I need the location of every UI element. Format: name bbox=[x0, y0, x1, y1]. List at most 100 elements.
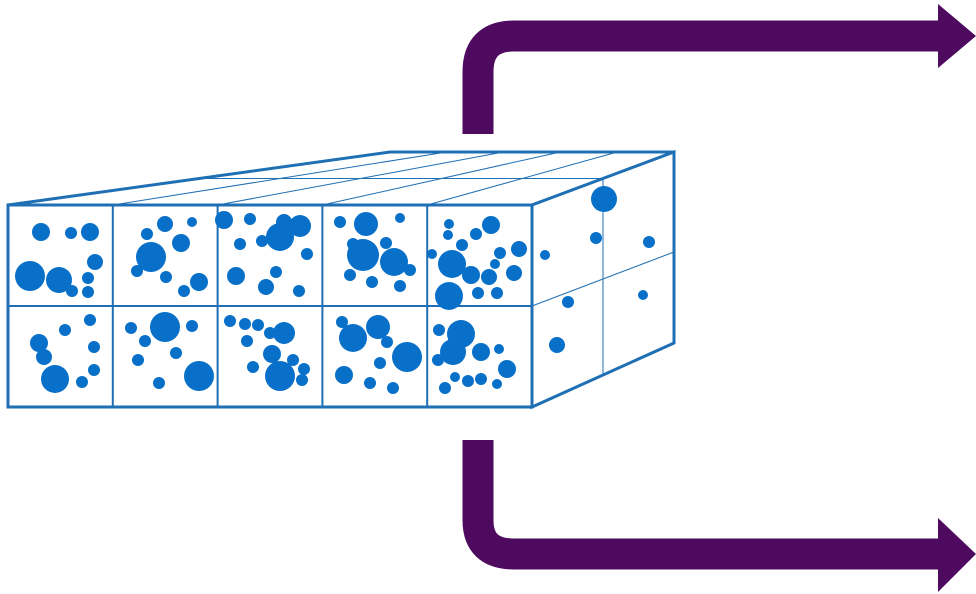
particle-circle-icon bbox=[265, 361, 295, 391]
particle-circle-icon bbox=[475, 373, 487, 385]
particle-circle-icon bbox=[374, 357, 386, 369]
particle-circle-icon bbox=[450, 372, 460, 382]
side-row-divider bbox=[531, 251, 675, 307]
particle-field bbox=[15, 186, 655, 394]
particle-circle-icon bbox=[172, 234, 190, 252]
particle-circle-icon bbox=[506, 265, 522, 281]
particle-circle-icon bbox=[190, 273, 208, 291]
particle-circle-icon bbox=[153, 377, 165, 389]
particle-circle-icon bbox=[540, 250, 550, 260]
particle-circle-icon bbox=[258, 279, 274, 295]
particle-circle-icon bbox=[491, 287, 503, 299]
particle-circle-icon bbox=[494, 247, 506, 259]
particle-circle-icon bbox=[88, 341, 100, 353]
particle-circle-icon bbox=[432, 354, 444, 366]
particle-circle-icon bbox=[82, 272, 94, 284]
particle-circle-icon bbox=[160, 271, 172, 283]
particle-circle-icon bbox=[252, 319, 264, 331]
particle-circle-icon bbox=[139, 335, 151, 347]
particle-circle-icon bbox=[339, 324, 367, 352]
particle-circle-icon bbox=[46, 267, 72, 293]
particle-circle-icon bbox=[380, 237, 392, 249]
particle-block bbox=[6, 149, 676, 410]
particle-circle-icon bbox=[65, 227, 77, 239]
particle-circle-icon bbox=[366, 276, 378, 288]
particle-circle-icon bbox=[170, 347, 182, 359]
particle-circle-icon bbox=[178, 285, 190, 297]
particle-circle-icon bbox=[433, 324, 445, 336]
particle-circle-icon bbox=[590, 232, 602, 244]
particle-circle-icon bbox=[364, 377, 376, 389]
block-grid-lines bbox=[8, 151, 675, 407]
particle-circle-icon bbox=[562, 296, 574, 308]
particle-circle-icon bbox=[482, 216, 500, 234]
particle-circle-icon bbox=[643, 236, 655, 248]
particle-circle-icon bbox=[227, 267, 245, 285]
particle-circle-icon bbox=[301, 248, 313, 260]
particle-circle-icon bbox=[256, 235, 268, 247]
particle-circle-icon bbox=[136, 242, 166, 272]
particle-circle-icon bbox=[296, 374, 308, 386]
particle-circle-icon bbox=[395, 213, 405, 223]
particle-circle-icon bbox=[494, 344, 504, 354]
particle-circle-icon bbox=[404, 264, 416, 276]
particle-circle-icon bbox=[438, 250, 466, 278]
particle-circle-icon bbox=[638, 290, 648, 300]
particle-circle-icon bbox=[335, 366, 353, 384]
particle-circle-icon bbox=[287, 354, 299, 366]
particle-circle-icon bbox=[264, 327, 276, 339]
lower-arrow-shaft bbox=[462, 440, 945, 570]
lower-output-arrow bbox=[462, 440, 976, 592]
particle-circle-icon bbox=[344, 269, 356, 281]
particle-circle-icon bbox=[492, 379, 502, 389]
upper-output-arrow bbox=[462, 4, 976, 134]
particle-circle-icon bbox=[347, 239, 379, 271]
particle-circle-icon bbox=[141, 228, 153, 240]
particle-circle-icon bbox=[511, 241, 527, 257]
particle-circle-icon bbox=[289, 215, 311, 237]
particle-circle-icon bbox=[247, 361, 259, 373]
particle-circle-icon bbox=[187, 217, 197, 227]
particle-circle-icon bbox=[490, 259, 500, 269]
particle-circle-icon bbox=[244, 213, 256, 225]
particle-circle-icon bbox=[82, 286, 94, 298]
particle-circle-icon bbox=[150, 312, 180, 342]
particle-circle-icon bbox=[427, 249, 437, 259]
particle-circle-icon bbox=[186, 320, 198, 332]
particle-circle-icon bbox=[234, 238, 246, 250]
particle-circle-icon bbox=[15, 261, 45, 291]
particle-circle-icon bbox=[32, 223, 50, 241]
particle-circle-icon bbox=[472, 343, 490, 361]
particle-circle-icon bbox=[392, 342, 422, 372]
particle-circle-icon bbox=[76, 376, 88, 388]
particle-circle-icon bbox=[380, 248, 408, 276]
particle-circle-icon bbox=[549, 337, 565, 353]
particle-circle-icon bbox=[36, 349, 52, 365]
particle-circle-icon bbox=[462, 375, 474, 387]
particle-circle-icon bbox=[59, 324, 71, 336]
particle-circle-icon bbox=[456, 239, 468, 251]
particle-circle-icon bbox=[439, 382, 451, 394]
particle-circle-icon bbox=[30, 334, 48, 352]
particle-circle-icon bbox=[66, 285, 78, 297]
particle-circle-icon bbox=[435, 282, 463, 310]
particle-circle-icon bbox=[366, 315, 390, 339]
particle-circle-icon bbox=[470, 228, 482, 240]
particle-circle-icon bbox=[387, 382, 399, 394]
particle-circle-icon bbox=[381, 336, 393, 348]
particle-circle-icon bbox=[336, 316, 348, 328]
particle-circle-icon bbox=[132, 354, 144, 366]
particle-circle-icon bbox=[241, 335, 253, 347]
upper-arrow-head-icon bbox=[938, 4, 976, 68]
particle-circle-icon bbox=[354, 212, 378, 236]
particle-circle-icon bbox=[157, 216, 173, 232]
particle-circle-icon bbox=[224, 315, 236, 327]
particle-circle-icon bbox=[481, 269, 497, 285]
particle-circle-icon bbox=[462, 266, 480, 284]
upper-arrow-shaft bbox=[462, 20, 945, 134]
particle-circle-icon bbox=[239, 318, 251, 330]
particle-circle-icon bbox=[131, 265, 143, 277]
particle-circle-icon bbox=[215, 211, 233, 229]
particle-circle-icon bbox=[334, 216, 346, 228]
